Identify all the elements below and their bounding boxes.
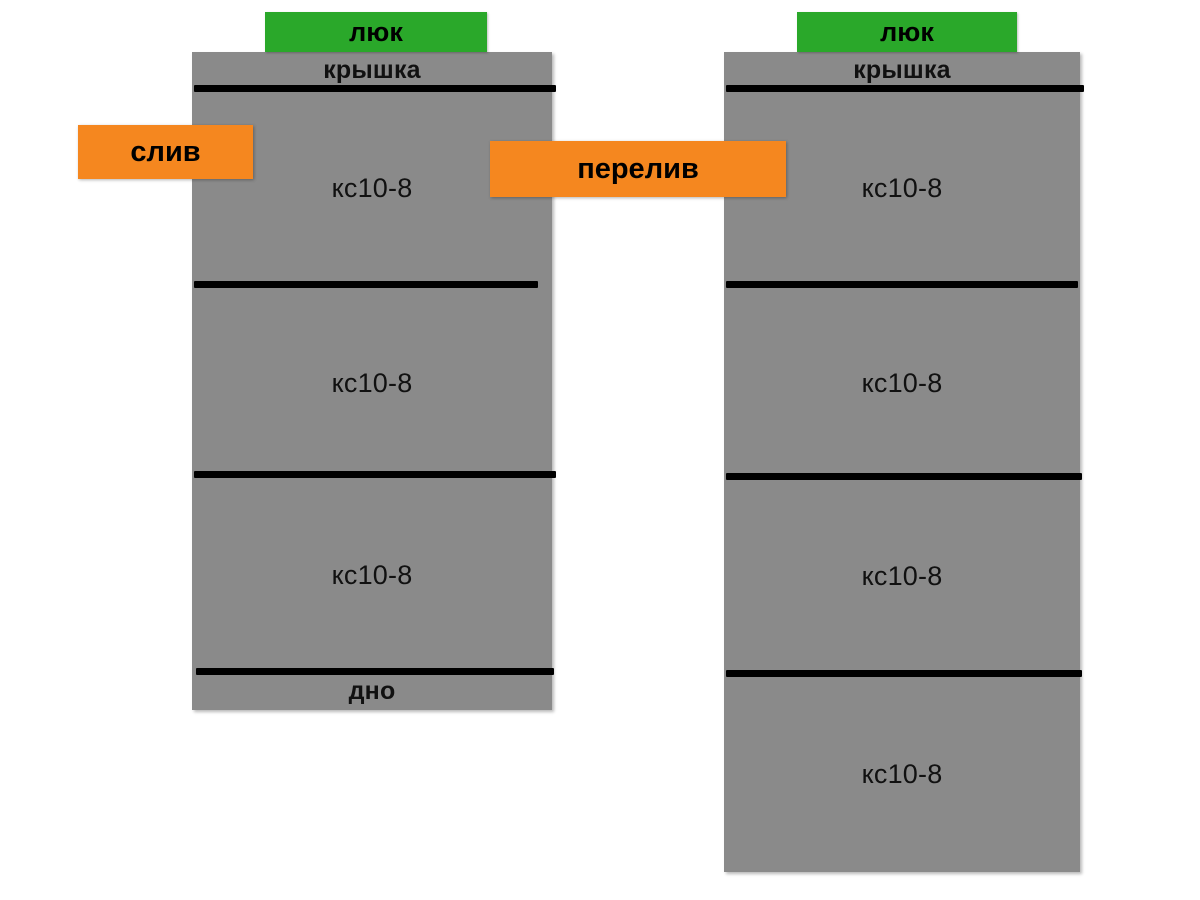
right-tank-lid-label: крышка [853,55,951,84]
right-tank-ring-3-label: кс10-8 [861,561,943,591]
left-tank-lid: крышка [192,52,552,88]
drain-pipe-text: слив [130,135,201,168]
left-tank-ring-2: кс10-8 [192,288,552,478]
left-tank-divider-2 [194,471,556,478]
right-tank-divider-3 [726,670,1082,677]
right-tank-divider-lid [726,85,1084,92]
left-tank-lid-label: крышка [323,55,421,84]
right-tank-divider-2 [726,473,1082,480]
overflow-pipe-label: перелив [490,141,786,197]
left-tank-bottom-label: дно [348,676,396,705]
right-tank-divider-1 [726,281,1078,288]
right-tank-hatch-label: люк [880,16,934,47]
right-tank-ring-3: кс10-8 [724,480,1080,673]
left-tank-divider-1 [194,281,538,288]
left-tank-ring-1-label: кс10-8 [331,172,413,203]
left-tank-hatch: люк [265,12,487,52]
right-tank-hatch: люк [797,12,1017,52]
right-tank-ring-4-label: кс10-8 [861,759,943,789]
overflow-pipe-text: перелив [577,152,699,185]
left-tank-bottom: дно [192,672,552,710]
left-tank-hatch-label: люк [349,16,403,47]
right-tank-ring-4: кс10-8 [724,677,1080,872]
left-tank-ring-3: кс10-8 [192,480,552,670]
right-tank-ring-2-label: кс10-8 [861,367,943,398]
left-tank-ring-2-label: кс10-8 [331,367,413,398]
right-tank-ring-2: кс10-8 [724,288,1080,478]
right-tank-lid: крышка [724,52,1080,88]
drain-pipe-label: слив [78,125,253,179]
left-tank-divider-lid [194,85,556,92]
left-tank-ring-3-label: кс10-8 [331,559,413,590]
left-tank-divider-bottom [196,668,554,675]
right-tank-ring-1-label: кс10-8 [861,172,943,203]
